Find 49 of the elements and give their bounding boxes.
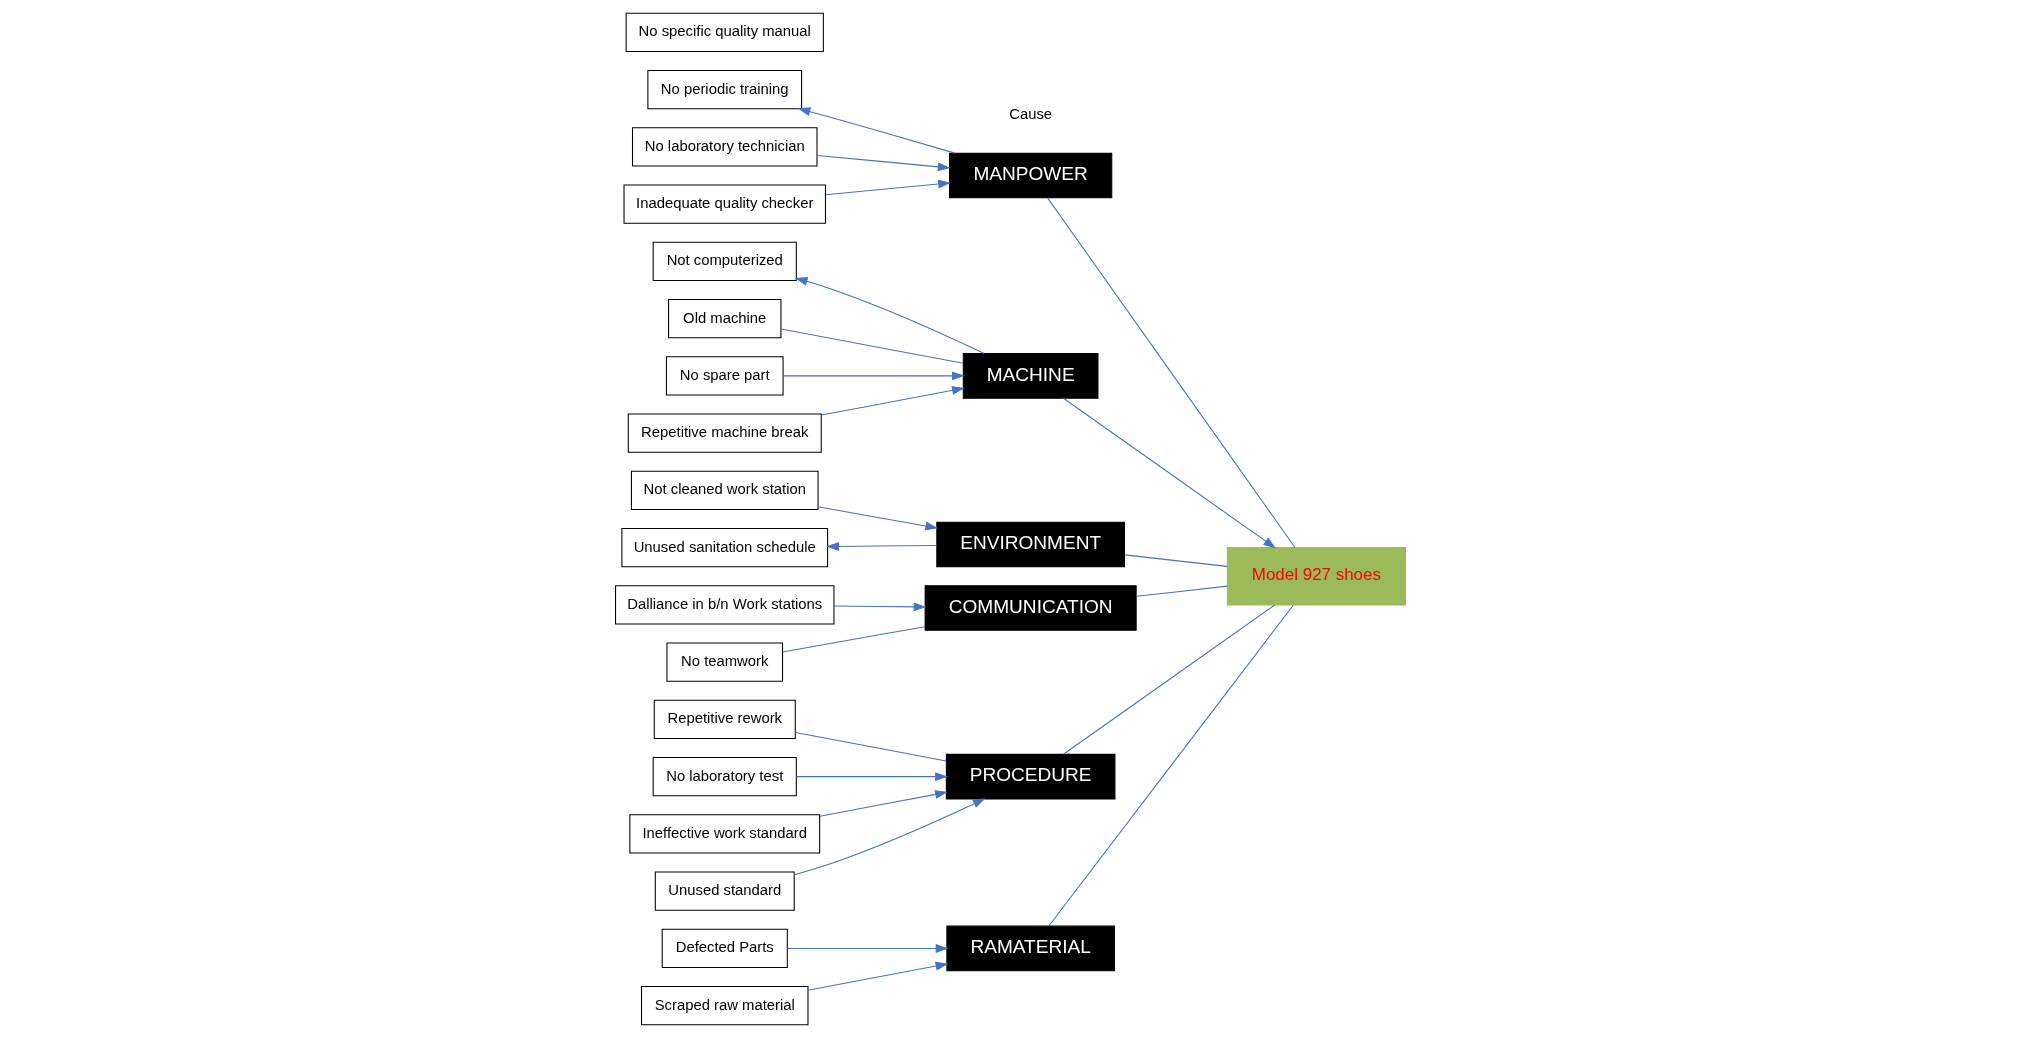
arrow xyxy=(833,601,927,611)
arrow xyxy=(1062,397,1276,548)
arrow xyxy=(794,276,985,354)
node-box: MACHINE xyxy=(962,352,1099,399)
arrow xyxy=(793,797,986,875)
node-box: No laboratory technician xyxy=(632,126,818,166)
node-box: No periodic training xyxy=(647,69,803,109)
arrow xyxy=(807,961,949,991)
node-box: ENVIRONMENT xyxy=(936,521,1125,567)
node-box: No specific quality manual xyxy=(625,12,824,52)
node-box: Old machine xyxy=(668,298,782,338)
arrow xyxy=(817,505,939,530)
node-box: MANPOWER xyxy=(949,152,1113,198)
node-box: Unused sanitation schedule xyxy=(621,527,829,567)
connector xyxy=(780,328,964,364)
connector xyxy=(1124,553,1228,567)
node-box: Not cleaned work station xyxy=(630,470,819,510)
node-box: Dalliance in b/n Work stations xyxy=(615,584,835,624)
arrow xyxy=(796,771,948,781)
arrow xyxy=(816,154,951,171)
node-box: No spare part xyxy=(665,355,784,395)
arrow xyxy=(797,106,956,154)
connector xyxy=(794,731,947,761)
connector xyxy=(1062,603,1276,755)
node-box: Repetitive machine break xyxy=(627,413,822,453)
connector xyxy=(1136,585,1228,597)
node-box: Not computerized xyxy=(652,241,797,281)
node-box: Model 927 shoes xyxy=(1226,546,1406,605)
label: Cause xyxy=(1009,105,1053,122)
node-box: RAMATERIAL xyxy=(946,925,1115,971)
node-box: Defected Parts xyxy=(661,928,788,968)
arrow xyxy=(825,179,951,195)
node-box: Unused standard xyxy=(654,871,795,911)
node-box: PROCEDURE xyxy=(945,753,1116,799)
arrow xyxy=(821,385,965,416)
connector xyxy=(1047,196,1296,548)
node-box: No laboratory test xyxy=(652,756,797,796)
node-box: Scraped raw material xyxy=(641,985,809,1025)
node-box: Ineffective work standard xyxy=(629,813,821,853)
arrow xyxy=(787,943,949,953)
node-box: Inadequate quality checker xyxy=(623,184,826,224)
arrow xyxy=(782,370,965,380)
connector xyxy=(1048,604,1294,926)
connector xyxy=(782,625,926,653)
node-box: Repetitive rework xyxy=(653,699,796,739)
arrow xyxy=(819,789,948,817)
node-box: No teamwork xyxy=(666,642,784,682)
arrow xyxy=(826,541,938,551)
node-box: COMMUNICATION xyxy=(924,584,1137,631)
